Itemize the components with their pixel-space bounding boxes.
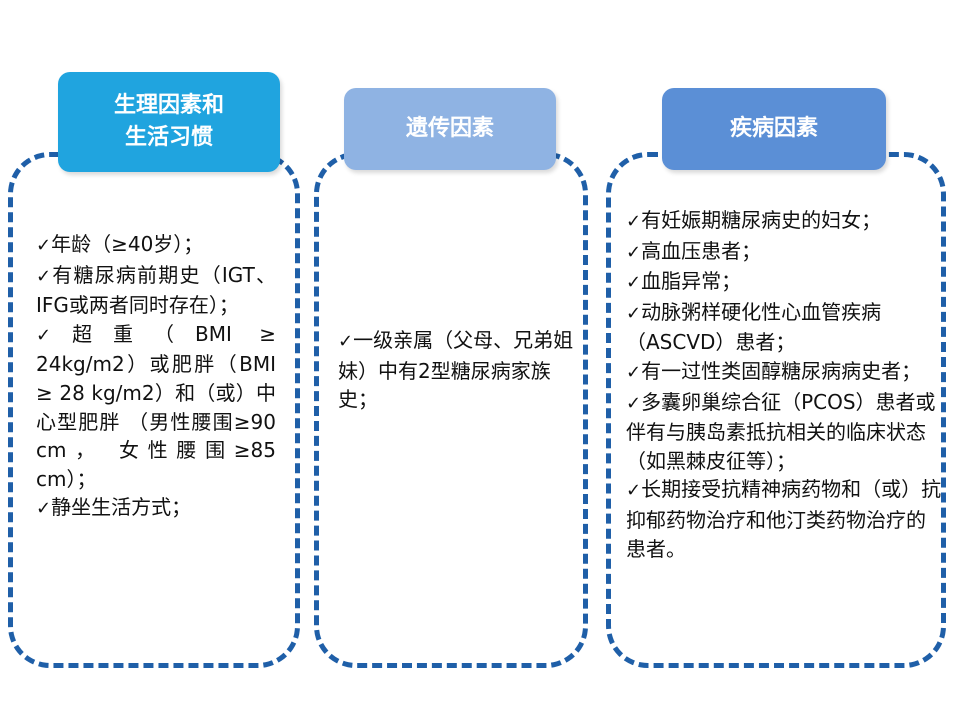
check-icon: ✓ xyxy=(338,331,354,352)
header-genetic: 遗传因素 xyxy=(344,88,556,170)
list-item: ✓静坐生活方式； xyxy=(36,495,192,520)
check-icon: ✓ xyxy=(626,392,642,414)
list-disease: ✓有妊娠期糖尿病史的妇女； ✓高血压患者； ✓血脂异常； ✓动脉粥样硬化性心血管… xyxy=(626,206,942,563)
list-item: ✓血脂异常； xyxy=(626,269,742,294)
check-icon: ✓ xyxy=(36,235,52,256)
list-item: ✓多囊卵巢综合征（PCOS）患者或伴有与胰岛素抵抗相关的临床状态（如黑棘皮征等）… xyxy=(626,389,936,473)
list-physiological: ✓年龄（≥40岁）； ✓有糖尿病前期史（IGT、 IFG或两者同时存在）； ✓超… xyxy=(36,230,276,524)
header-physiological: 生理因素和 生活习惯 xyxy=(58,72,280,172)
list-item: ✓有妊娠期糖尿病史的妇女； xyxy=(626,208,882,232)
check-icon: ✓ xyxy=(626,361,642,383)
check-icon: ✓ xyxy=(36,265,53,287)
header-disease: 疾病因素 xyxy=(662,88,886,170)
list-genetic: ✓一级亲属（父母、兄弟姐妹）中有2型糖尿病家族史； xyxy=(338,326,574,414)
list-item: ✓高血压患者； xyxy=(626,238,762,263)
check-icon: ✓ xyxy=(36,498,52,520)
list-item: ✓有一过性类固醇糖尿病病史者； xyxy=(626,358,922,383)
check-icon: ✓ xyxy=(626,302,642,324)
list-item: ✓超重（BMI ≥ 24kg/m2）或肥胖（BMI ≥ 28 kg/m2）和（或… xyxy=(36,321,276,491)
check-icon: ✓ xyxy=(626,241,642,263)
check-icon: ✓ xyxy=(626,480,642,502)
list-item: ✓长期接受抗精神病药物和（或）抗抑郁药物治疗和他汀类药物治疗的患者。 xyxy=(626,477,942,561)
check-icon: ✓ xyxy=(36,324,73,346)
list-item: ✓年龄（≥40岁）； xyxy=(36,232,204,256)
header-physiological-label: 生理因素和 生活习惯 xyxy=(113,93,224,150)
list-item: ✓动脉粥样硬化性心血管疾病（ASCVD）患者； xyxy=(626,299,882,355)
check-icon: ✓ xyxy=(626,211,642,232)
header-genetic-label: 遗传因素 xyxy=(405,116,494,141)
check-icon: ✓ xyxy=(626,272,642,294)
header-disease-label: 疾病因素 xyxy=(729,116,818,141)
list-item: ✓有糖尿病前期史（IGT、 IFG或两者同时存在）； xyxy=(36,262,276,318)
list-item: ✓一级亲属（父母、兄弟姐妹）中有2型糖尿病家族史； xyxy=(338,328,574,412)
